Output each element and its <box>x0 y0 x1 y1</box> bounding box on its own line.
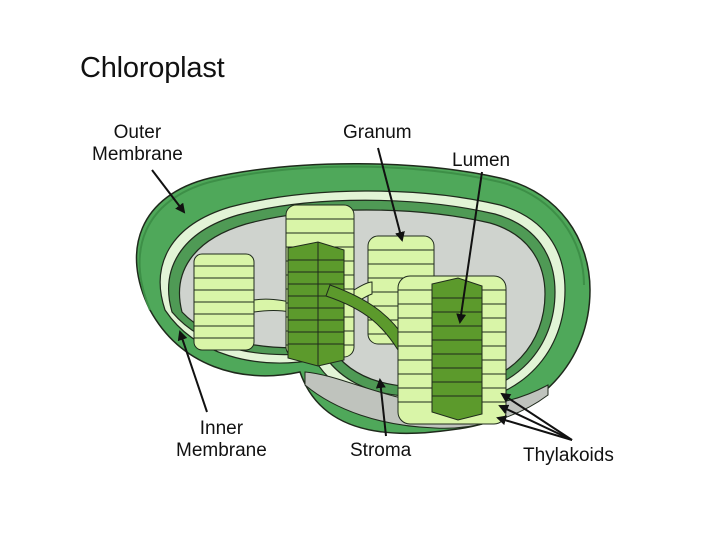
arrow-inner-membrane <box>177 330 208 413</box>
label-lumen: Lumen <box>452 150 511 171</box>
arrow-stroma <box>375 378 387 437</box>
label-outer-membrane: Outer Membrane <box>92 122 183 165</box>
outer-membrane-rim <box>138 165 585 311</box>
label-thylakoids: Thylakoids <box>523 445 614 466</box>
label-granum: Granum <box>343 122 412 143</box>
arrow-thylakoid-1 <box>500 392 573 441</box>
arrow-lumen <box>456 171 483 324</box>
granum-cut-right <box>431 277 483 421</box>
diagram-title: Chloroplast <box>80 52 225 84</box>
arrow-thylakoid-3 <box>496 415 573 441</box>
label-stroma: Stroma <box>350 440 412 461</box>
arrow-granum <box>377 147 405 242</box>
stroma-lamella-left <box>253 298 291 313</box>
arrow-outer-membrane <box>151 169 186 214</box>
annotation-arrows <box>151 147 573 441</box>
granum-cut-middle <box>287 241 345 367</box>
granum-left <box>193 253 255 351</box>
label-inner-membrane: Inner Membrane <box>176 418 267 461</box>
arrow-thylakoid-2 <box>498 404 573 441</box>
